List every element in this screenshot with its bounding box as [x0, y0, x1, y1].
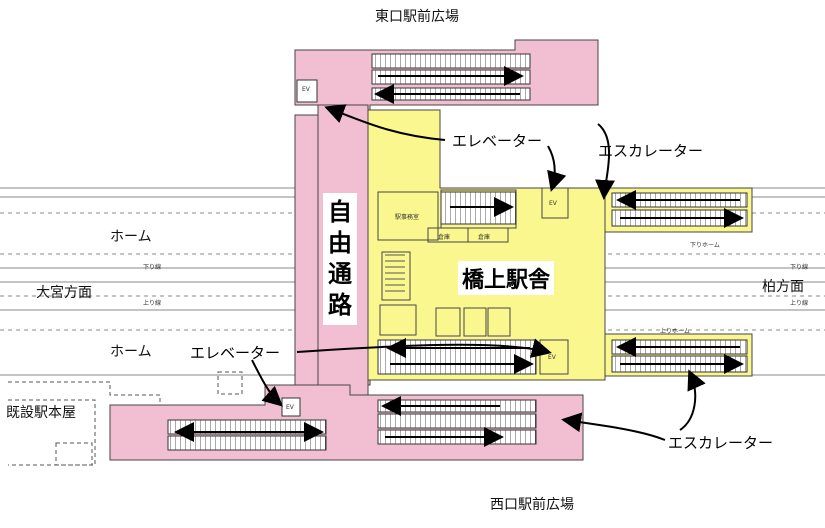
- escalator-east: [371, 53, 531, 104]
- down-line-label-right: 下り線: [790, 264, 809, 271]
- storage-label-a: 倉庫: [438, 234, 451, 241]
- free-passage-label: 自 由 通 路: [323, 193, 357, 325]
- elevator-label-bottom: エレベーター: [190, 344, 281, 362]
- platform-label-top: ホーム: [110, 229, 152, 245]
- escalator-platform-up: [611, 337, 748, 374]
- up-line-label-right: 上り線: [790, 300, 809, 307]
- elevator-box-east: [296, 79, 318, 103]
- existing-building-outline: [8, 371, 243, 466]
- omiya-direction-label: 大宮方面: [36, 285, 92, 301]
- platform-label-bottom: ホーム: [110, 344, 152, 360]
- escalator-station-upper: [440, 191, 517, 225]
- elevator-label-top: エレベーター: [452, 132, 543, 150]
- ev-mark-station-lower: EV: [548, 354, 556, 361]
- up-home-label: 上りホーム: [660, 328, 690, 335]
- down-line-label-left: 下り線: [143, 264, 162, 271]
- ev-mark-east: EV: [302, 86, 310, 93]
- station-building-label: 橋上駅舎: [458, 261, 555, 295]
- ev-mark-west: EV: [286, 404, 294, 411]
- escalator-west: [167, 396, 537, 451]
- callout-arrows: [251, 104, 706, 441]
- kashiwa-direction-label: 柏方面: [762, 279, 804, 295]
- escalator-label-top: エスカレーター: [598, 142, 704, 160]
- escalator-label-bottom: エスカレーター: [668, 434, 774, 452]
- escalator-platform-down: [611, 190, 748, 228]
- office-label: 駅事務室: [395, 214, 420, 221]
- west-plaza-label: 西口駅前広場: [490, 497, 574, 513]
- east-plaza-label: 東口駅前広場: [375, 9, 459, 25]
- ev-mark-station-upper: EV: [549, 200, 557, 207]
- elevator-box-west: [281, 397, 301, 417]
- down-home-label: 下りホーム: [690, 242, 720, 249]
- existing-building-label: 既設駅本屋: [6, 405, 76, 421]
- up-line-label-left: 上り線: [143, 300, 162, 307]
- storage-label-b: 倉庫: [478, 234, 491, 241]
